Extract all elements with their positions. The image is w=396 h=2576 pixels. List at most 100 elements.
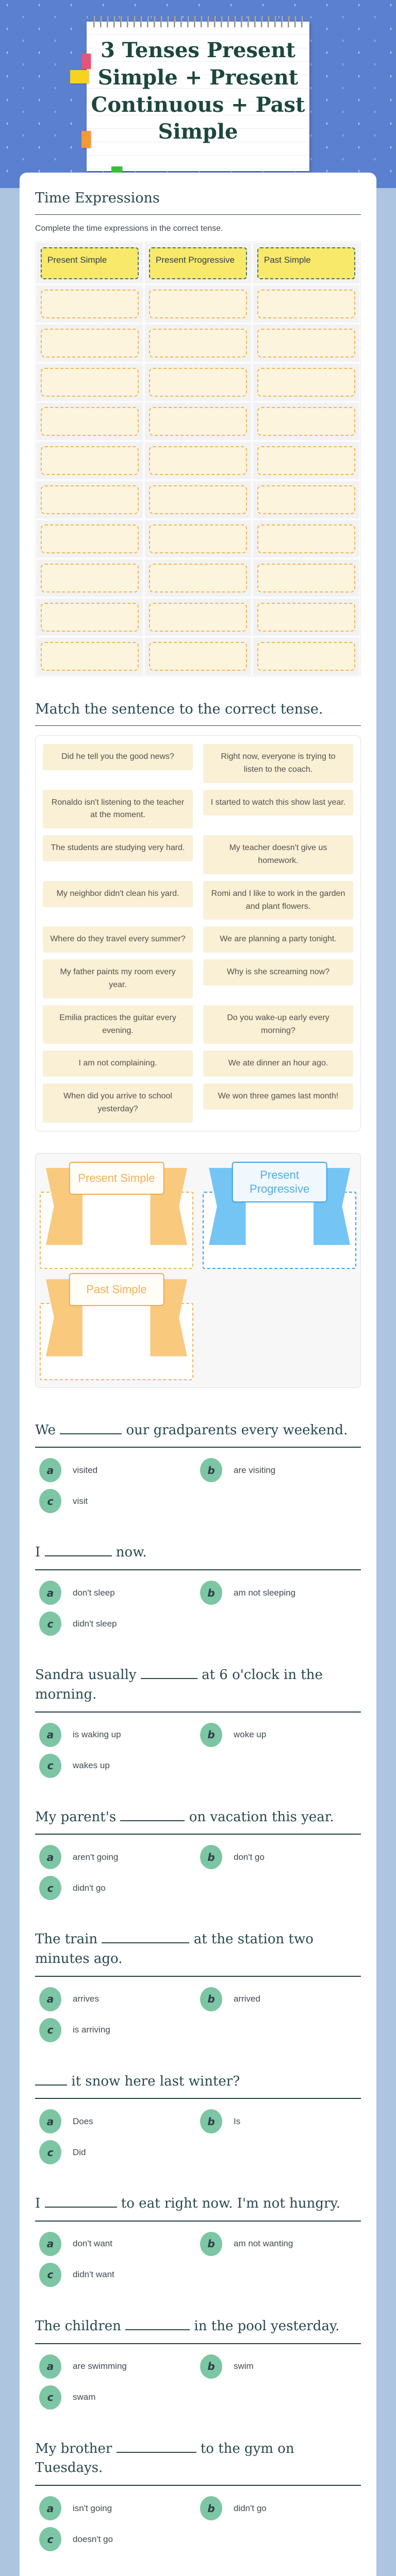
- time-expression-drop-slot[interactable]: [41, 446, 139, 475]
- table-cell: [145, 599, 251, 636]
- option-letter-bubble: b: [200, 1845, 222, 1870]
- time-expression-drop-slot[interactable]: [41, 290, 139, 318]
- question-5: The train at the station two minutes ago…: [35, 1930, 361, 2042]
- option-label: is arriving: [73, 2025, 110, 2035]
- table-cell: [145, 364, 251, 401]
- time-expression-drop-slot[interactable]: [257, 603, 355, 632]
- sentence-card[interactable]: The students are studying very hard.: [43, 835, 193, 861]
- time-expression-drop-slot[interactable]: [41, 564, 139, 592]
- time-expression-drop-slot[interactable]: [149, 524, 247, 553]
- notebook-title-image: 3 Tenses Present Simple + Present Contin…: [70, 16, 309, 177]
- sentence-card[interactable]: Emilia practices the guitar every evenin…: [43, 1005, 193, 1044]
- option-letter-bubble: b: [200, 2496, 222, 2520]
- sentence-card[interactable]: Right now, everyone is trying to listen …: [203, 744, 353, 783]
- tense-column-label: Present Simple: [41, 247, 139, 279]
- option-label: don't sleep: [73, 1587, 115, 1598]
- time-expression-drop-slot[interactable]: [41, 368, 139, 397]
- sentence-card[interactable]: We ate dinner an hour ago.: [203, 1050, 353, 1077]
- answer-blank: [44, 2195, 117, 2208]
- time-expression-drop-slot[interactable]: [257, 329, 355, 358]
- sentence-card[interactable]: We won three games last month!: [203, 1083, 353, 1110]
- time-expression-drop-slot[interactable]: [149, 603, 247, 632]
- sentence-card[interactable]: Why is she screaming now?: [203, 959, 353, 986]
- sticky-note-orange-icon: [81, 131, 91, 148]
- time-expression-drop-slot[interactable]: [41, 642, 139, 671]
- time-expression-drop-slot[interactable]: [41, 485, 139, 514]
- option-label: woke up: [234, 1730, 267, 1739]
- time-expression-drop-slot[interactable]: [149, 329, 247, 358]
- time-expression-drop-slot[interactable]: [149, 368, 247, 397]
- time-expression-drop-slot[interactable]: [149, 290, 247, 318]
- time-expression-drop-slot[interactable]: [149, 642, 247, 671]
- time-expression-drop-slot[interactable]: [149, 407, 247, 436]
- time-expression-drop-slot[interactable]: [257, 524, 355, 553]
- time-expression-drop-slot[interactable]: [41, 407, 139, 436]
- tense-drop-zone-present-progressive: Present Progressive: [203, 1161, 356, 1269]
- time-expression-drop-slot[interactable]: [149, 446, 247, 475]
- sentence-card[interactable]: I am not complaining.: [43, 1050, 193, 1077]
- sentence-card[interactable]: Do you wake-up early every morning?: [203, 1005, 353, 1044]
- time-expression-drop-slot[interactable]: [257, 485, 355, 514]
- tense-banner-label: Present Progressive: [232, 1161, 327, 1202]
- time-expression-drop-slot[interactable]: [41, 603, 139, 632]
- table-cell: [37, 442, 143, 479]
- sentence-card[interactable]: My father paints my room every year.: [43, 959, 193, 998]
- table-cell: [253, 560, 359, 597]
- sentence-card[interactable]: Ronaldo isn't listening to the teacher a…: [43, 789, 193, 829]
- sentence-card[interactable]: When did you arrive to school yesterday?: [43, 1083, 193, 1123]
- sentence-card[interactable]: We are planning a party tonight.: [203, 926, 353, 953]
- sentence-card[interactable]: I started to watch this show last year.: [203, 789, 353, 816]
- sentence-card[interactable]: Did he tell you the good news?: [43, 744, 193, 770]
- table-cell: [37, 403, 143, 440]
- time-expression-drop-slot[interactable]: [257, 564, 355, 592]
- answer-blank: [140, 1666, 197, 1680]
- time-expression-drop-slot[interactable]: [257, 446, 355, 475]
- time-expression-drop-slot[interactable]: [149, 485, 247, 514]
- time-expression-drop-slot[interactable]: [41, 329, 139, 358]
- question-prompt: We our gradparents every weekend.: [35, 1422, 348, 1438]
- sentence-card[interactable]: My neighbor didn't clean his yard.: [43, 880, 193, 907]
- sentence-card[interactable]: Where do they travel every summer?: [43, 926, 193, 953]
- time-expression-drop-slot[interactable]: [257, 407, 355, 436]
- question-underline: [35, 1834, 361, 1835]
- time-expression-drop-slot[interactable]: [257, 290, 355, 318]
- sentence-card[interactable]: Romi and I like to work in the garden an…: [203, 880, 353, 920]
- time-expression-drop-slot[interactable]: [257, 642, 355, 671]
- table-header-cell: Present Simple: [37, 243, 143, 283]
- time-expression-drop-slot[interactable]: [41, 524, 139, 553]
- time-expression-drop-slot[interactable]: [257, 368, 355, 397]
- question-underline: [35, 2098, 361, 2099]
- time-expression-drop-slot[interactable]: [149, 564, 247, 592]
- table-cell: [253, 481, 359, 518]
- sentence-card[interactable]: My teacher doesn't give us homework.: [203, 835, 353, 874]
